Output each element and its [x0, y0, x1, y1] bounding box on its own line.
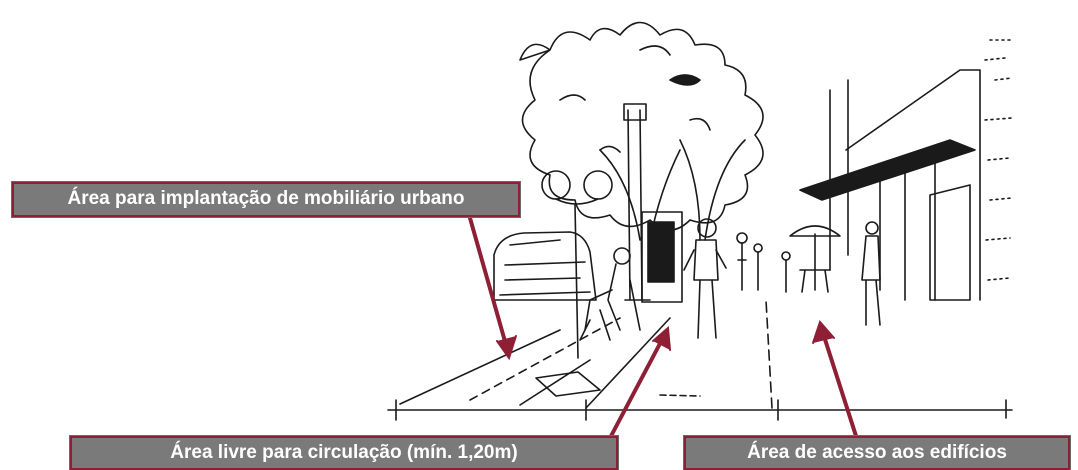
- drain-grate: [535, 371, 601, 397]
- seated-people: [579, 247, 651, 341]
- arrow-mobiliario: [468, 216, 517, 361]
- label-acesso-edificios: Área de acesso aos edifícios: [684, 436, 1070, 470]
- building-facade: [799, 39, 1013, 301]
- cafe-umbrella-table: [789, 225, 841, 293]
- tree-canopy: [519, 21, 764, 241]
- label-mobiliario-urbano: Área para implantação de mobiliário urba…: [12, 182, 520, 217]
- person-near-building: [861, 221, 881, 326]
- arrow-acesso: [812, 320, 858, 438]
- label-circulacao: Área livre para circulação (mín. 1,20m): [70, 436, 618, 470]
- walking-person: [683, 218, 727, 339]
- arrow-circulacao: [608, 325, 671, 440]
- distant-people: [736, 232, 791, 293]
- street-lamp: [541, 170, 613, 359]
- ground-lines: [387, 299, 1013, 421]
- parked-car: [493, 231, 597, 301]
- kiosk: [641, 211, 683, 303]
